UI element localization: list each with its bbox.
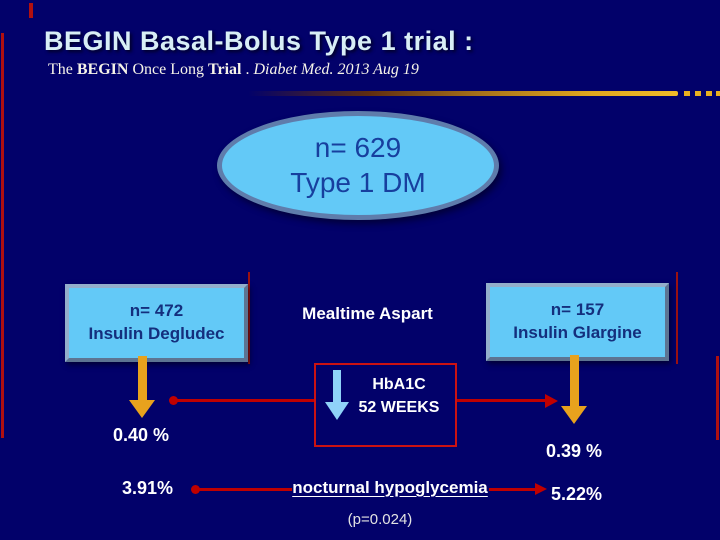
divider-dash: [716, 91, 720, 96]
outcome-line2: 52 WEEKS: [358, 399, 440, 417]
p-value: (p=0.024): [347, 511, 413, 528]
frame-border-right: [716, 356, 719, 440]
divider-dash: [684, 91, 690, 96]
hypo-connector-line-left: [198, 488, 292, 491]
subtitle-separator: .: [241, 61, 254, 78]
hba1c-value-glargine: 0.39 %: [546, 441, 603, 461]
subtitle-mid: Once Long: [128, 61, 208, 78]
glargine-n: n= 157: [550, 300, 605, 320]
population-n: n= 629: [314, 132, 402, 164]
slide-subtitle: The BEGIN Once Long Trial . Diabet Med. …: [48, 61, 419, 79]
subtitle-trial-acronym: BEGIN: [76, 61, 129, 78]
divider-line: [248, 91, 678, 96]
frame-border-inner-left: [248, 272, 250, 364]
arrowhead-right-icon: [545, 394, 558, 408]
hypo-value-degludec: 3.91%: [122, 478, 174, 498]
slide-title: BEGIN Basal-Bolus Type 1 trial :: [44, 26, 474, 56]
subtitle-citation: Diabet Med. 2013 Aug 19: [253, 61, 419, 78]
arrowhead-right-icon: [535, 483, 547, 495]
degludec-n: n= 472: [129, 301, 184, 321]
flow-arrow-right-shaft: [570, 355, 579, 408]
degludec-label: Insulin Degludec: [88, 324, 225, 343]
connector-line-right: [455, 399, 545, 402]
connector-line-left: [176, 399, 314, 402]
flow-arrow-left-head: [129, 400, 155, 418]
glargine-arm-box: n= 157 Insulin Glargine: [486, 283, 669, 361]
flow-arrow-right-head: [561, 406, 587, 424]
outcome-line1: HbA1C: [372, 376, 426, 393]
hypo-connector-line-right: [489, 488, 535, 491]
down-arrow-icon: [324, 370, 350, 427]
frame-border-inner-right: [676, 272, 678, 364]
flow-arrow-left-shaft: [138, 356, 147, 402]
glargine-label: Insulin Glargine: [513, 323, 642, 342]
hba1c-value-degludec: 0.40 %: [113, 425, 170, 445]
population-ellipse: n= 629 Type 1 DM: [217, 111, 499, 220]
divider-dash: [695, 91, 701, 96]
nocturnal-hypoglycemia-label: nocturnal hypoglycemia: [292, 478, 488, 497]
connector-dot: [191, 485, 200, 494]
frame-border-left: [1, 33, 4, 438]
connector-dot: [169, 396, 178, 405]
subtitle-trial-word: Trial: [207, 61, 242, 78]
degludec-arm-box: n= 472 Insulin Degludec: [65, 284, 248, 362]
subtitle-lead: The: [48, 61, 77, 78]
population-label: Type 1 DM: [290, 166, 426, 198]
hypo-value-glargine: 5.22%: [551, 484, 603, 504]
mealtime-aspart-label: Mealtime Aspart: [302, 304, 433, 323]
frame-border-top-left: [29, 3, 33, 18]
outcome-box: HbA1C 52 WEEKS: [314, 363, 457, 447]
divider-dash: [706, 91, 712, 96]
